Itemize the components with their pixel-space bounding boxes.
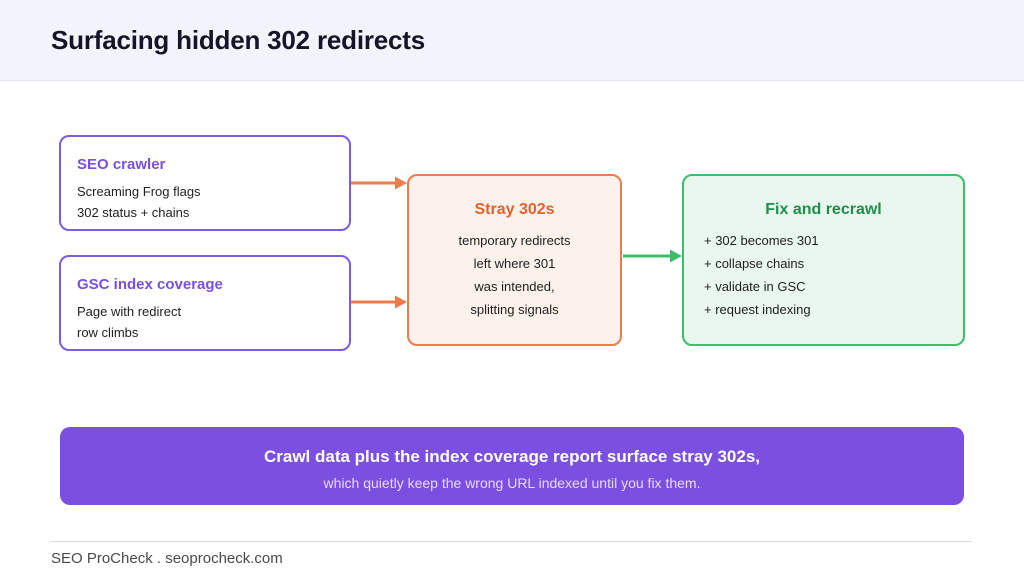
stray-302s-card: Stray 302s temporary redirects left wher… <box>407 174 622 346</box>
fix-and-recrawl-card: Fix and recrawl + 302 becomes 301 + coll… <box>682 174 965 346</box>
page-title: Surfacing hidden 302 redirects <box>51 25 426 55</box>
card-line: splitting signals <box>470 302 559 317</box>
card-line: temporary redirects <box>458 233 571 248</box>
checklist-item: + request indexing <box>704 302 811 317</box>
arrow-crawler-to-stray <box>351 176 407 190</box>
card-line: 302 status + chains <box>77 205 190 220</box>
card-title: Fix and recrawl <box>765 201 882 218</box>
seo-crawler-card: SEO crawler Screaming Frog flags 302 sta… <box>59 135 351 231</box>
banner-subtext: which quietly keep the wrong URL indexed… <box>323 475 701 491</box>
banner-headline: Crawl data plus the index coverage repor… <box>263 447 761 466</box>
arrow-gsc-to-stray <box>351 295 407 309</box>
header-bar: Surfacing hidden 302 redirects <box>0 0 1024 81</box>
card-line: Page with redirect <box>77 304 182 319</box>
arrow-stray-to-fix <box>623 249 682 263</box>
card-line: left where 301 <box>473 256 556 271</box>
card-line: row climbs <box>77 325 139 340</box>
gsc-index-coverage-card: GSC index coverage Page with redirect ro… <box>59 255 351 351</box>
checklist-item: + collapse chains <box>704 256 805 271</box>
footer-credit: SEO ProCheck . seoprocheck.com <box>51 550 283 567</box>
card-title: Stray 302s <box>474 201 555 218</box>
footer-divider <box>51 541 972 542</box>
card-title: GSC index coverage <box>77 276 223 293</box>
checklist-item: + 302 becomes 301 <box>704 233 819 248</box>
summary-banner: Crawl data plus the index coverage repor… <box>60 427 964 505</box>
card-line: Screaming Frog flags <box>77 184 201 199</box>
card-title: SEO crawler <box>77 156 166 173</box>
card-line: was intended, <box>474 279 555 294</box>
checklist-item: + validate in GSC <box>704 279 806 294</box>
